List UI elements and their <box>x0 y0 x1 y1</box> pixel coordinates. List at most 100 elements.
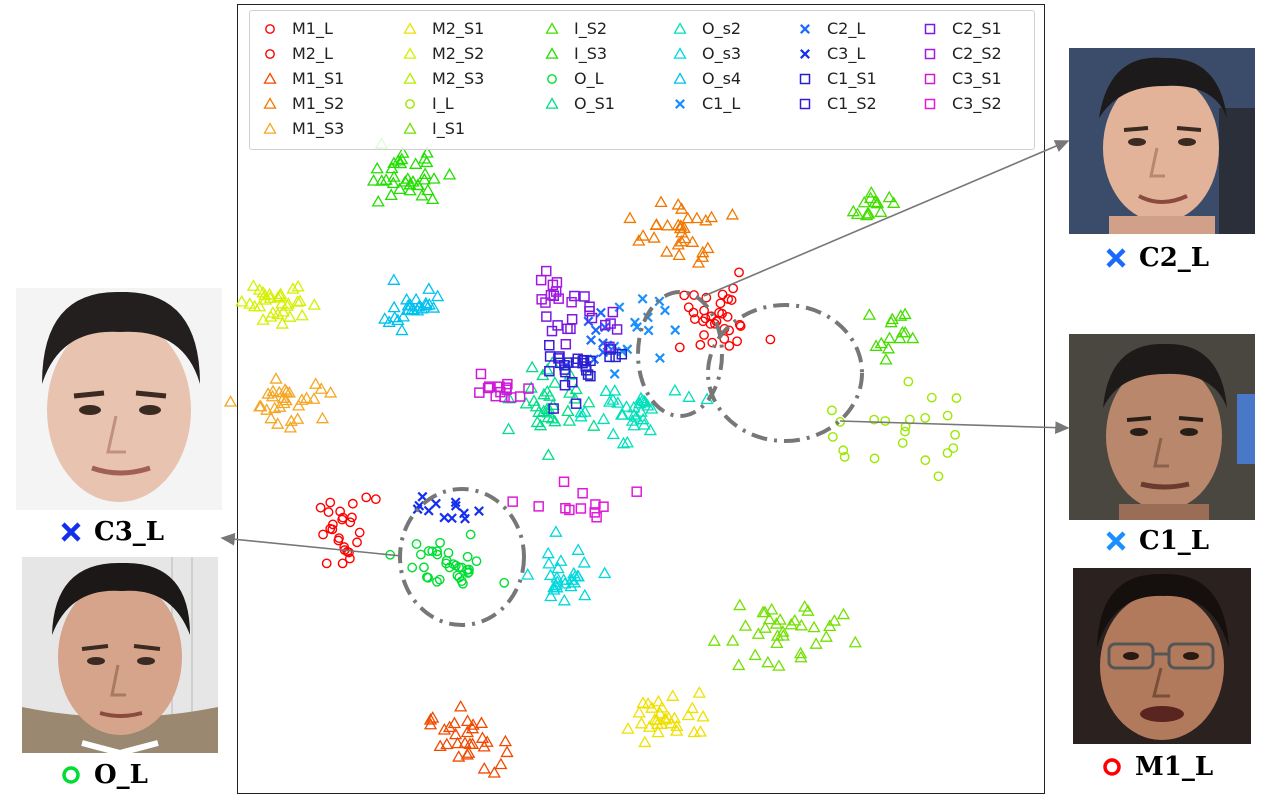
data-point-o-l <box>411 539 422 549</box>
data-point-m2-s1 <box>659 712 673 725</box>
data-point-o-s2 <box>635 393 650 406</box>
data-point-c3-l <box>423 505 434 516</box>
data-point-o-s3 <box>571 543 585 555</box>
legend-label: O_L <box>574 68 604 88</box>
data-point-o-s4 <box>422 298 436 310</box>
legend-label: C1_L <box>702 93 741 113</box>
data-point-o-l <box>454 572 465 583</box>
data-point-c2-s1 <box>562 323 573 335</box>
x-marker-icon <box>675 99 685 109</box>
data-point-m1-s2 <box>685 235 700 247</box>
data-point-m2-l <box>347 512 357 523</box>
data-point-m2-l <box>337 558 348 569</box>
data-point-m1-s1 <box>454 699 468 712</box>
data-point-c3-s1 <box>494 381 505 392</box>
data-point-c2-l <box>595 307 606 318</box>
data-point-o-s1 <box>541 410 555 423</box>
data-point-c3-s2 <box>575 503 587 514</box>
legend-marker <box>800 49 810 59</box>
data-point-c2-s2 <box>566 296 577 308</box>
data-point-m1-s2 <box>671 237 685 250</box>
data-point-c3-s2 <box>577 488 588 499</box>
data-point-o-s4 <box>378 312 392 324</box>
data-point-m1-l <box>715 298 726 309</box>
data-point-o-s1 <box>568 392 582 404</box>
caption-o-l: O_L <box>60 760 148 790</box>
data-point-i-s1 <box>772 659 786 671</box>
data-point-c1-l <box>654 353 665 364</box>
data-point-m2-l <box>338 512 348 523</box>
data-point-i-s2 <box>874 336 888 349</box>
annotation-ring-c1-m1 <box>706 303 864 443</box>
data-point-m1-s1 <box>460 725 474 738</box>
data-point-m1-l <box>735 321 746 331</box>
data-point-m1-s2 <box>660 245 674 257</box>
data-point-i-l <box>869 453 880 464</box>
data-point-c2-s1 <box>605 318 616 329</box>
data-point-c3-s1 <box>475 368 487 380</box>
data-point-i-s1 <box>776 625 790 637</box>
data-point-i-s3 <box>391 153 405 166</box>
data-point-i-l <box>942 410 953 421</box>
data-point-o-s4 <box>388 310 402 323</box>
data-point-c2-s1 <box>552 320 563 331</box>
data-point-o-s4 <box>395 323 409 336</box>
data-point-i-l <box>897 438 908 448</box>
caption-c1-l: C1_L <box>1105 526 1209 556</box>
data-point-c2-s2 <box>535 274 547 286</box>
square-marker-icon <box>924 48 936 60</box>
data-point-m1-l <box>714 307 724 318</box>
data-point-m2-s2 <box>271 307 285 320</box>
data-point-c3-s2 <box>598 501 609 512</box>
data-point-i-s2 <box>870 196 884 209</box>
legend-label: O_s2 <box>702 18 742 38</box>
data-point-m2-s2 <box>253 299 267 312</box>
data-point-o-s1 <box>501 422 516 435</box>
data-point-c1-s2 <box>559 379 571 391</box>
data-point-i-s3 <box>406 175 420 187</box>
legend-label: C3_L <box>827 43 866 63</box>
data-point-o-s2 <box>606 393 620 405</box>
data-point-c1-s1 <box>578 354 590 366</box>
data-point-i-s1 <box>751 627 765 639</box>
x-marker-icon <box>800 49 810 59</box>
data-point-c2-l <box>583 316 594 327</box>
triangle-marker-icon <box>673 47 687 59</box>
legend-item-i-s1: I_S1 <box>400 116 465 140</box>
data-point-m1-s3 <box>268 401 282 414</box>
data-point-m1-l <box>699 330 709 340</box>
data-point-o-l <box>456 562 467 573</box>
data-point-i-s1 <box>726 634 740 646</box>
data-point-m2-s1 <box>670 719 684 732</box>
legend-marker <box>673 72 687 84</box>
data-point-o-s1 <box>541 448 556 460</box>
data-point-i-l <box>839 451 850 462</box>
data-point-m1-s2 <box>660 218 675 231</box>
data-point-m1-l <box>734 319 745 330</box>
legend-label: C1_S2 <box>827 93 877 113</box>
circle-marker-icon <box>405 99 415 109</box>
data-point-c2-s1 <box>586 312 598 324</box>
data-point-o-s1 <box>543 389 557 401</box>
data-point-i-l <box>827 405 837 416</box>
data-point-o-s3 <box>544 589 558 602</box>
data-point-c2-s2 <box>551 277 563 288</box>
data-point-c3-s1 <box>506 392 517 403</box>
data-point-i-s1 <box>836 607 851 620</box>
legend-label: I_L <box>432 93 454 113</box>
data-point-o-s4 <box>430 289 445 302</box>
data-point-m1-s1 <box>477 762 491 774</box>
data-point-m1-l <box>689 290 699 300</box>
legend-item-o-s4: O_s4 <box>670 66 741 90</box>
data-point-i-s1 <box>761 655 775 668</box>
data-point-o-s2 <box>636 412 650 425</box>
data-point-i-s1 <box>807 620 821 633</box>
data-point-m1-s3 <box>277 396 291 409</box>
data-point-o-s1 <box>548 414 562 427</box>
data-point-i-s1 <box>765 602 779 615</box>
data-point-i-s1 <box>770 636 784 649</box>
data-point-c1-s2 <box>572 353 583 365</box>
legend-item-o-s2: O_s2 <box>670 16 741 40</box>
data-point-i-s2 <box>850 207 865 220</box>
data-point-m2-s2 <box>295 308 309 321</box>
